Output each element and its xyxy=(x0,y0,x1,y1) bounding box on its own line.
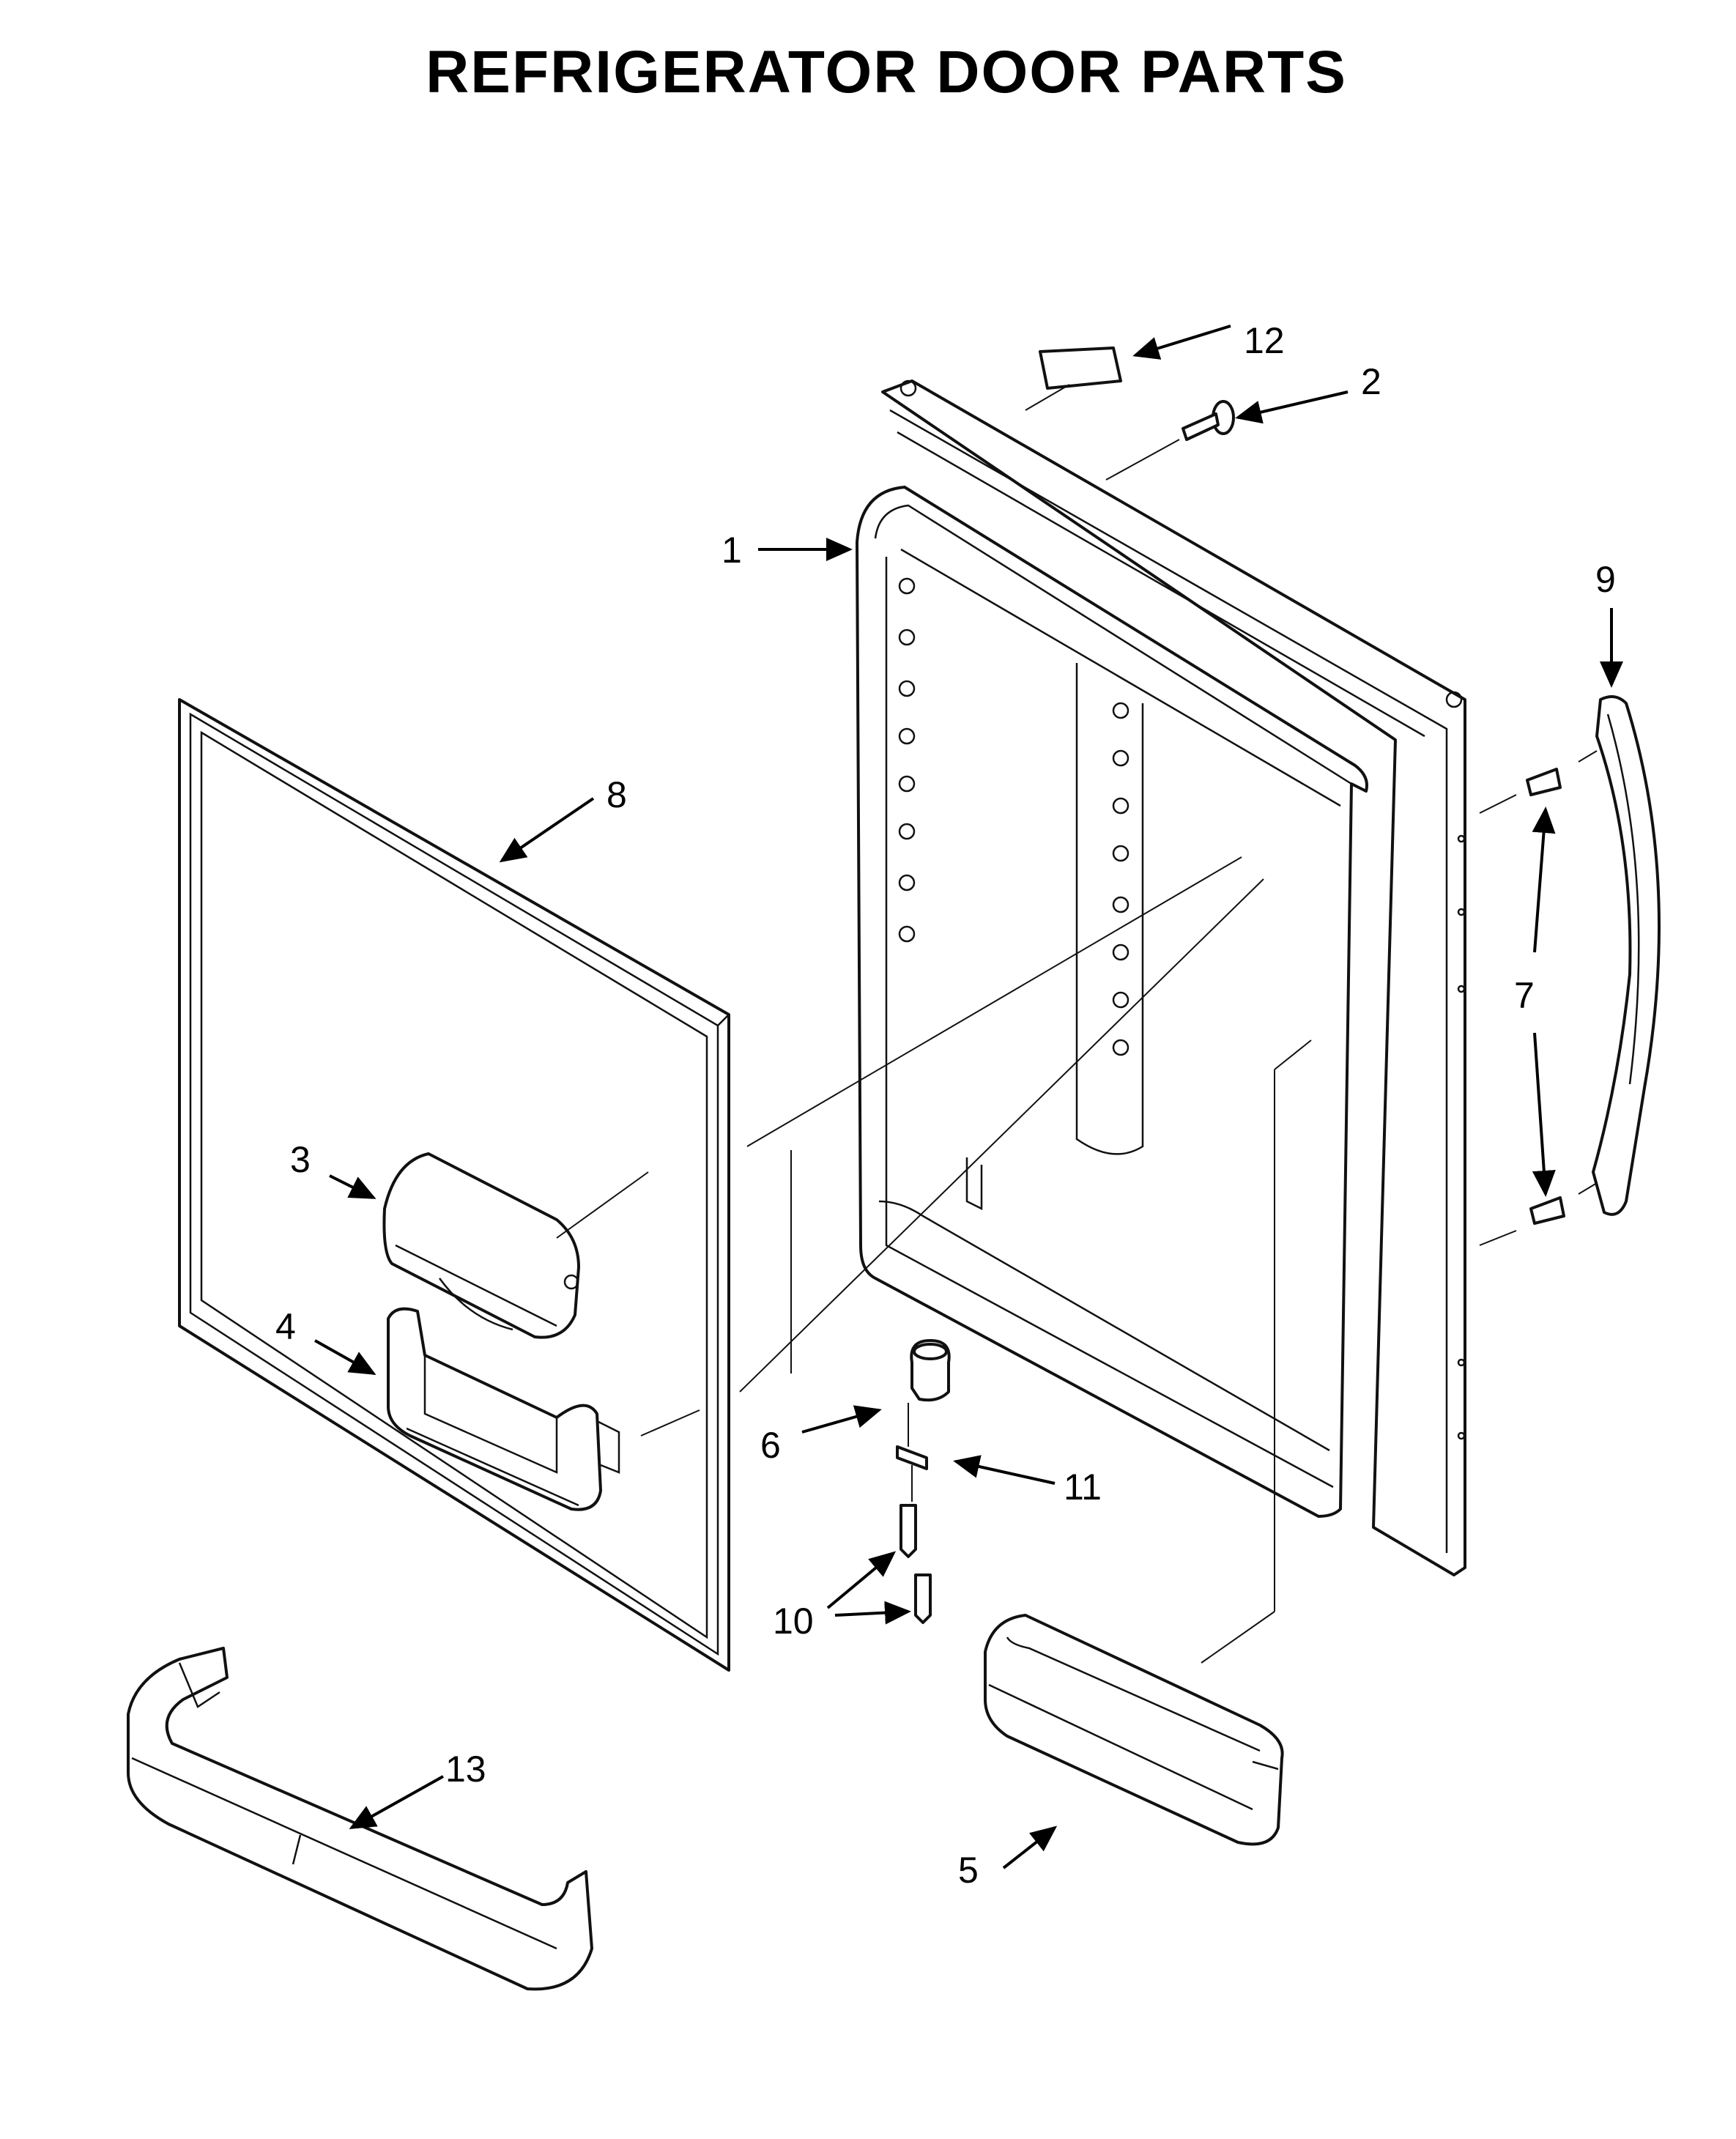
callout-12: 12 xyxy=(1244,320,1285,361)
callout-6: 6 xyxy=(760,1425,781,1466)
hinge-clip-part-11[interactable] xyxy=(896,1445,928,1470)
callout-1: 1 xyxy=(722,530,742,571)
door-liner-part-1[interactable] xyxy=(856,486,1368,1518)
door-bin-part-5[interactable] xyxy=(984,1614,1284,1846)
callout-3: 3 xyxy=(290,1139,311,1180)
callout-2: 2 xyxy=(1361,361,1381,402)
assembly-guide-lines xyxy=(556,384,1598,1664)
callout-9: 9 xyxy=(1595,559,1616,600)
door-bin-part-13[interactable] xyxy=(127,1647,593,1991)
dispenser-tray-part-4[interactable] xyxy=(387,1307,620,1511)
outer-door-frame xyxy=(881,379,1466,1576)
callout-4: 4 xyxy=(275,1306,296,1347)
callout-10: 10 xyxy=(773,1601,814,1642)
label-part-12[interactable] xyxy=(1039,346,1122,390)
handle-screw-part-7-bottom[interactable] xyxy=(1529,1196,1565,1225)
callout-5: 5 xyxy=(958,1850,979,1891)
door-handle-part-9[interactable] xyxy=(1592,695,1661,1216)
callout-11: 11 xyxy=(1064,1467,1102,1508)
callout-13: 13 xyxy=(445,1749,486,1790)
handle-screw-part-7-top[interactable] xyxy=(1526,768,1562,796)
callout-8: 8 xyxy=(607,774,627,815)
callout-7: 7 xyxy=(1514,975,1535,1016)
diagram-title: REFRIGERATOR DOOR PARTS xyxy=(426,39,1347,105)
screw-part-10-lower[interactable] xyxy=(914,1573,932,1624)
screw-part-10-upper[interactable] xyxy=(899,1504,917,1558)
hinge-bushing-part-6[interactable] xyxy=(910,1339,951,1402)
liner-shelf-supports xyxy=(898,577,1129,1056)
screw-part-2[interactable] xyxy=(1182,400,1235,441)
dispenser-cover-part-3[interactable] xyxy=(382,1152,580,1339)
callout-arrows xyxy=(314,325,1623,1869)
